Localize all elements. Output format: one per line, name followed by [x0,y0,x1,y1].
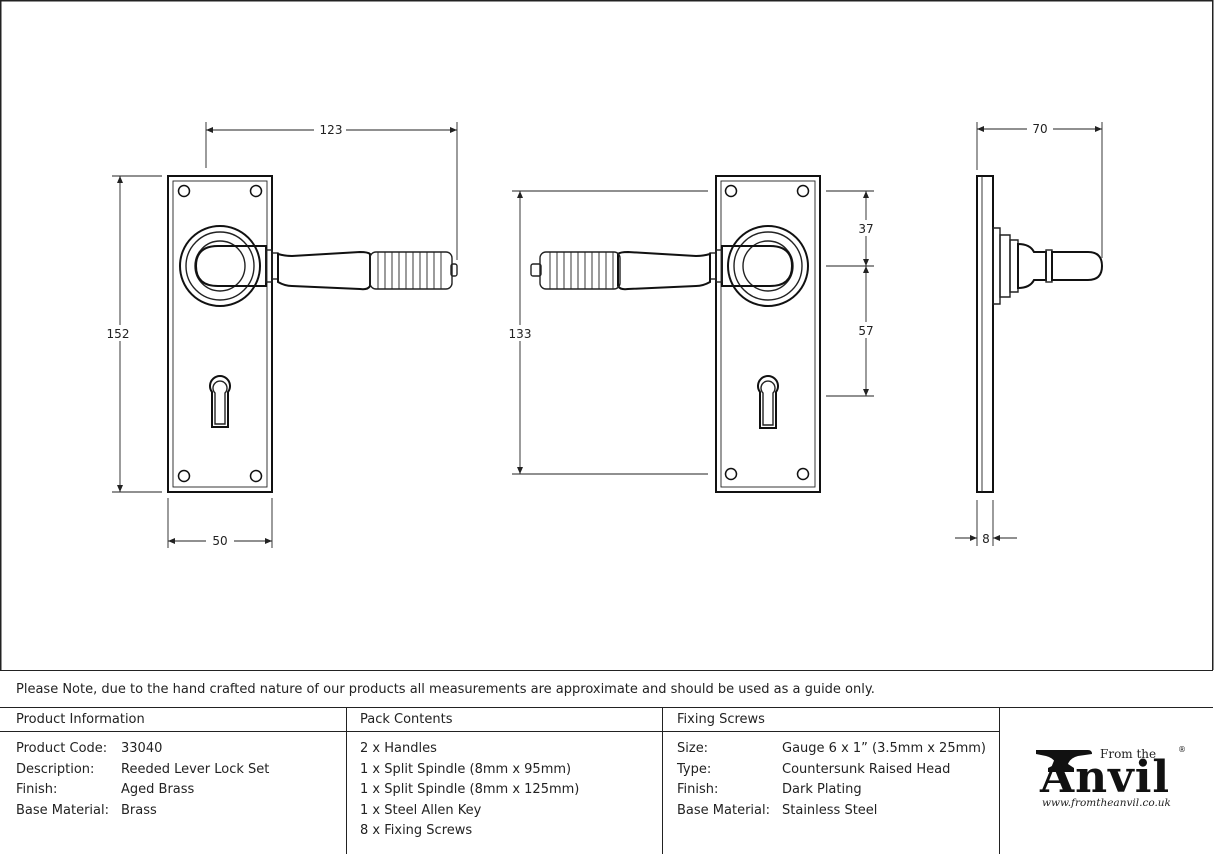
logo-from-the: From the [1100,747,1157,761]
list-item: 8 x Fixing Screws [360,823,473,838]
list-item: 1 x Split Spindle (8mm x 125mm) [360,782,580,797]
dim-rear-upper: 37 [858,222,873,236]
dim-front-width-total: 123 [320,123,343,137]
logo-registered: ® [1178,745,1186,754]
size-label: Size: [677,741,709,756]
dim-rear-lower: 57 [858,324,873,338]
finish-label: Finish: [16,782,58,797]
dim-front-height: 152 [107,327,130,341]
fixing-screws-values: Gauge 6 x 1” (3.5mm x 25mm) Countersunk … [782,739,986,821]
fixing-screws-heading: Fixing Screws [677,712,765,727]
front-view [112,122,458,548]
base-material-value: Stainless Steel [782,802,878,818]
description-label: Description: [16,761,95,777]
rear-view [512,175,874,493]
list-item: 1 x Split Spindle (8mm x 95mm) [360,761,572,777]
divider [0,707,1213,708]
divider [999,707,1000,854]
brand-logo: From the ® Anvil www.fromtheanvil.co.uk [1030,742,1190,820]
base-material-value: Brass [121,802,157,818]
info-panel: Please Note, due to the hand crafted nat… [0,670,1213,854]
product-info-heading: Product Information [16,712,145,727]
finish-label: Finish: [677,782,719,797]
dim-front-plate-width: 50 [212,534,227,548]
product-code-label: Product Code: [16,741,108,756]
type-label: Type: [677,761,712,777]
pack-contents-heading: Pack Contents [360,712,453,727]
product-code-value: 33040 [121,741,163,756]
list-item: 1 x Steel Allen Key [360,802,482,818]
divider [0,731,999,732]
anvil-icon [1036,750,1092,772]
finish-value: Dark Plating [782,782,862,797]
type-value: Countersunk Raised Head [782,761,951,777]
disclaimer-note: Please Note, due to the hand crafted nat… [16,682,875,697]
list-item: 2 x Handles [360,741,437,756]
divider [346,707,347,854]
dim-rear-span: 133 [509,327,532,341]
logo-brand: Anvil [1040,752,1171,803]
size-value: Gauge 6 x 1” (3.5mm x 25mm) [782,741,987,756]
base-material-label: Base Material: [677,802,770,818]
base-material-label: Base Material: [16,802,109,818]
product-info-labels: Product Code: Description: Finish: Base … [16,739,109,821]
side-view [955,122,1104,546]
dim-side-thickness: 8 [982,532,990,546]
technical-drawing: 123 152 50 [0,0,1214,670]
finish-value: Aged Brass [121,782,195,797]
pack-contents-list: 2 x Handles 1 x Split Spindle (8mm x 95m… [360,739,579,842]
fixing-screws-labels: Size: Type: Finish: Base Material: [677,739,770,821]
product-info-values: 33040 Reeded Lever Lock Set Aged Brass B… [121,739,269,821]
description-value: Reeded Lever Lock Set [121,761,270,777]
dim-side-projection: 70 [1032,122,1047,136]
divider [662,707,663,854]
logo-url: www.fromtheanvil.co.uk [1042,797,1171,809]
